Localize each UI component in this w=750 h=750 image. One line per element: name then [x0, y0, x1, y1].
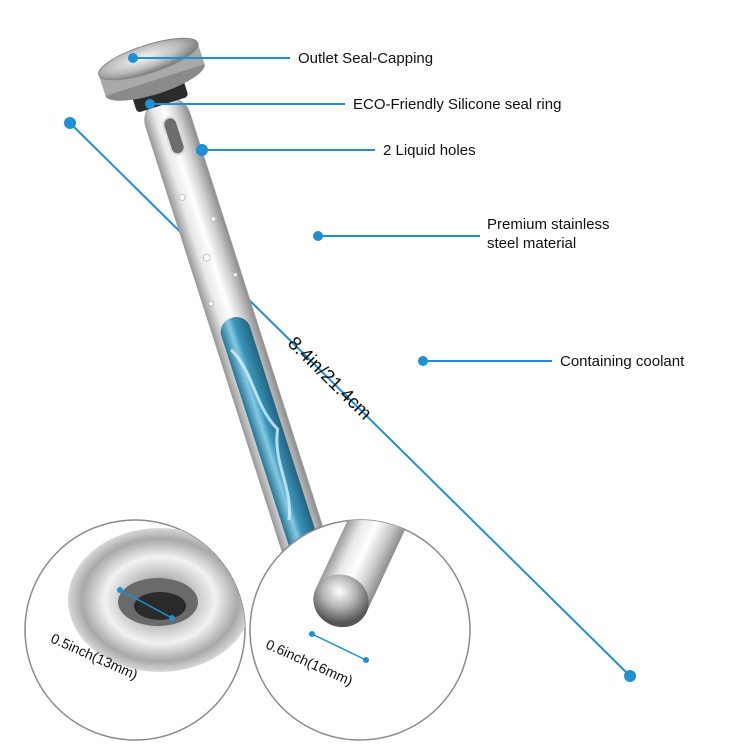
- length-dimension-line: [64, 117, 636, 682]
- tip-detail-circle: [249, 519, 471, 741]
- outlet-seal-capping-label: Outlet Seal-Capping: [298, 50, 434, 67]
- liquid-hole: [162, 116, 186, 156]
- liquid-holes-label: 2 Liquid holes: [383, 142, 476, 159]
- coolant-label: Containing coolant: [560, 353, 685, 370]
- material-label-line2: steel material: [487, 235, 577, 252]
- callout-lines: [128, 53, 552, 366]
- silicone-seal-ring-label: ECO-Friendly Silicone seal ring: [353, 96, 562, 113]
- coolant-window: [220, 317, 325, 577]
- outlet-cap: [98, 37, 199, 81]
- cap-detail-circle: [24, 519, 246, 741]
- stirrer-rod: [98, 37, 334, 587]
- material-label-line1: Premium stainless: [487, 216, 610, 233]
